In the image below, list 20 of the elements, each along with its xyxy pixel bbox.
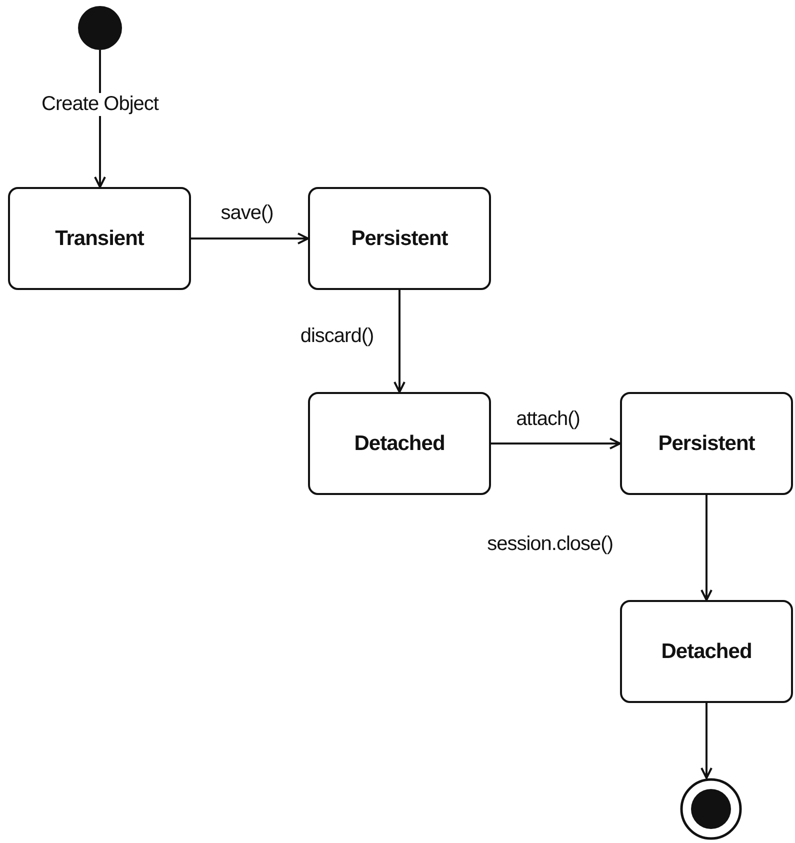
edge-label: save() bbox=[218, 202, 276, 225]
state-box bbox=[308, 187, 491, 290]
arrow bbox=[394, 290, 406, 393]
state-name: Detached bbox=[661, 640, 752, 664]
arrow bbox=[191, 232, 309, 244]
state-name: Detached bbox=[354, 432, 445, 456]
arrow bbox=[491, 438, 621, 450]
edge-label: Create Object bbox=[40, 93, 160, 116]
state-box bbox=[620, 600, 793, 703]
arrow bbox=[700, 495, 712, 601]
edge-label: session.close() bbox=[485, 533, 615, 556]
state-box bbox=[308, 392, 491, 495]
state-name: Transient bbox=[55, 226, 144, 250]
state-name: Persistent bbox=[658, 432, 755, 456]
state-box bbox=[8, 187, 191, 290]
edge-label: attach() bbox=[514, 408, 582, 431]
state-box bbox=[620, 392, 793, 495]
edge-label: discard() bbox=[298, 325, 376, 348]
arrow bbox=[700, 703, 712, 779]
state-name: Persistent bbox=[351, 226, 448, 250]
